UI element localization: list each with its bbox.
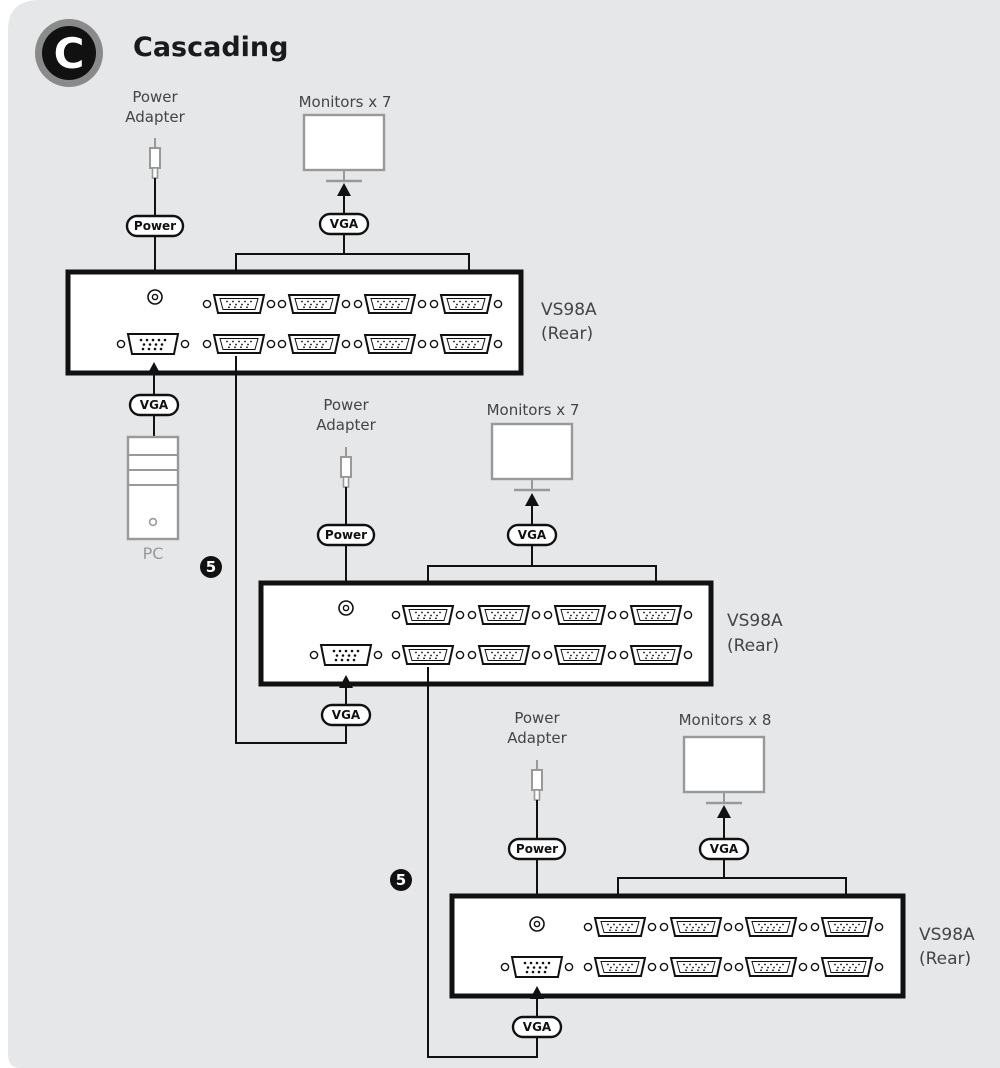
device-name: VS98A [727, 611, 783, 631]
device-side: (Rear) [727, 636, 779, 656]
power-jack [147, 289, 163, 305]
power-adapter-label: Power [514, 709, 560, 727]
device-side: (Rear) [541, 324, 593, 344]
power-adapter-label: Adapter [507, 729, 567, 747]
power-adapter-label: Power [132, 88, 178, 106]
unit-2: Power Adapter Power Monitors x 7 VGA VS9… [258, 396, 783, 1058]
vs98a-device [449, 893, 906, 999]
power-pill-label: Power [134, 219, 176, 233]
vs98a-device [65, 269, 524, 376]
monitor-icon [490, 422, 574, 492]
unit-3: Power Adapter Power Monitors x 8 VGA VS9… [449, 709, 975, 1039]
device-side: (Rear) [919, 949, 971, 969]
monitor-icon [302, 113, 386, 183]
power-pill-label: Power [516, 842, 558, 856]
background-panel [8, 0, 1000, 1068]
monitors-label: Monitors x 8 [679, 711, 772, 729]
monitor-icon [682, 735, 766, 805]
section-letter: C [54, 29, 85, 78]
monitors-label: Monitors x 7 [299, 93, 392, 111]
device-name: VS98A [919, 925, 975, 945]
power-jack [338, 600, 354, 616]
step-number: 5 [396, 871, 406, 889]
vga-pill-label: VGA [330, 217, 359, 231]
vga-pill-label: VGA [523, 1020, 552, 1034]
step-badge: 5 [390, 869, 412, 891]
monitors-label: Monitors x 7 [487, 401, 580, 419]
power-adapter-label: Adapter [125, 108, 185, 126]
power-adapter-label: Adapter [316, 416, 376, 434]
unit-1: Power Adapter Power Monitors x 7 VGA VS9… [65, 88, 597, 744]
pc-label: PC [143, 544, 164, 563]
vga-pill-label: VGA [332, 708, 361, 722]
device-name: VS98A [541, 300, 597, 320]
pc-icon [126, 435, 180, 541]
vga-pill-label: VGA [518, 528, 547, 542]
section-badge: C [35, 19, 103, 87]
vs98a-device [258, 580, 714, 687]
vga-pill-label: VGA [710, 842, 739, 856]
power-pill-label: Power [325, 528, 367, 542]
step-badge: 5 [200, 556, 222, 578]
step-number: 5 [206, 558, 216, 576]
power-adapter-label: Power [323, 396, 369, 414]
vga-pill-label: VGA [140, 398, 169, 412]
page-title: Cascading [133, 32, 288, 63]
power-jack [529, 916, 545, 932]
